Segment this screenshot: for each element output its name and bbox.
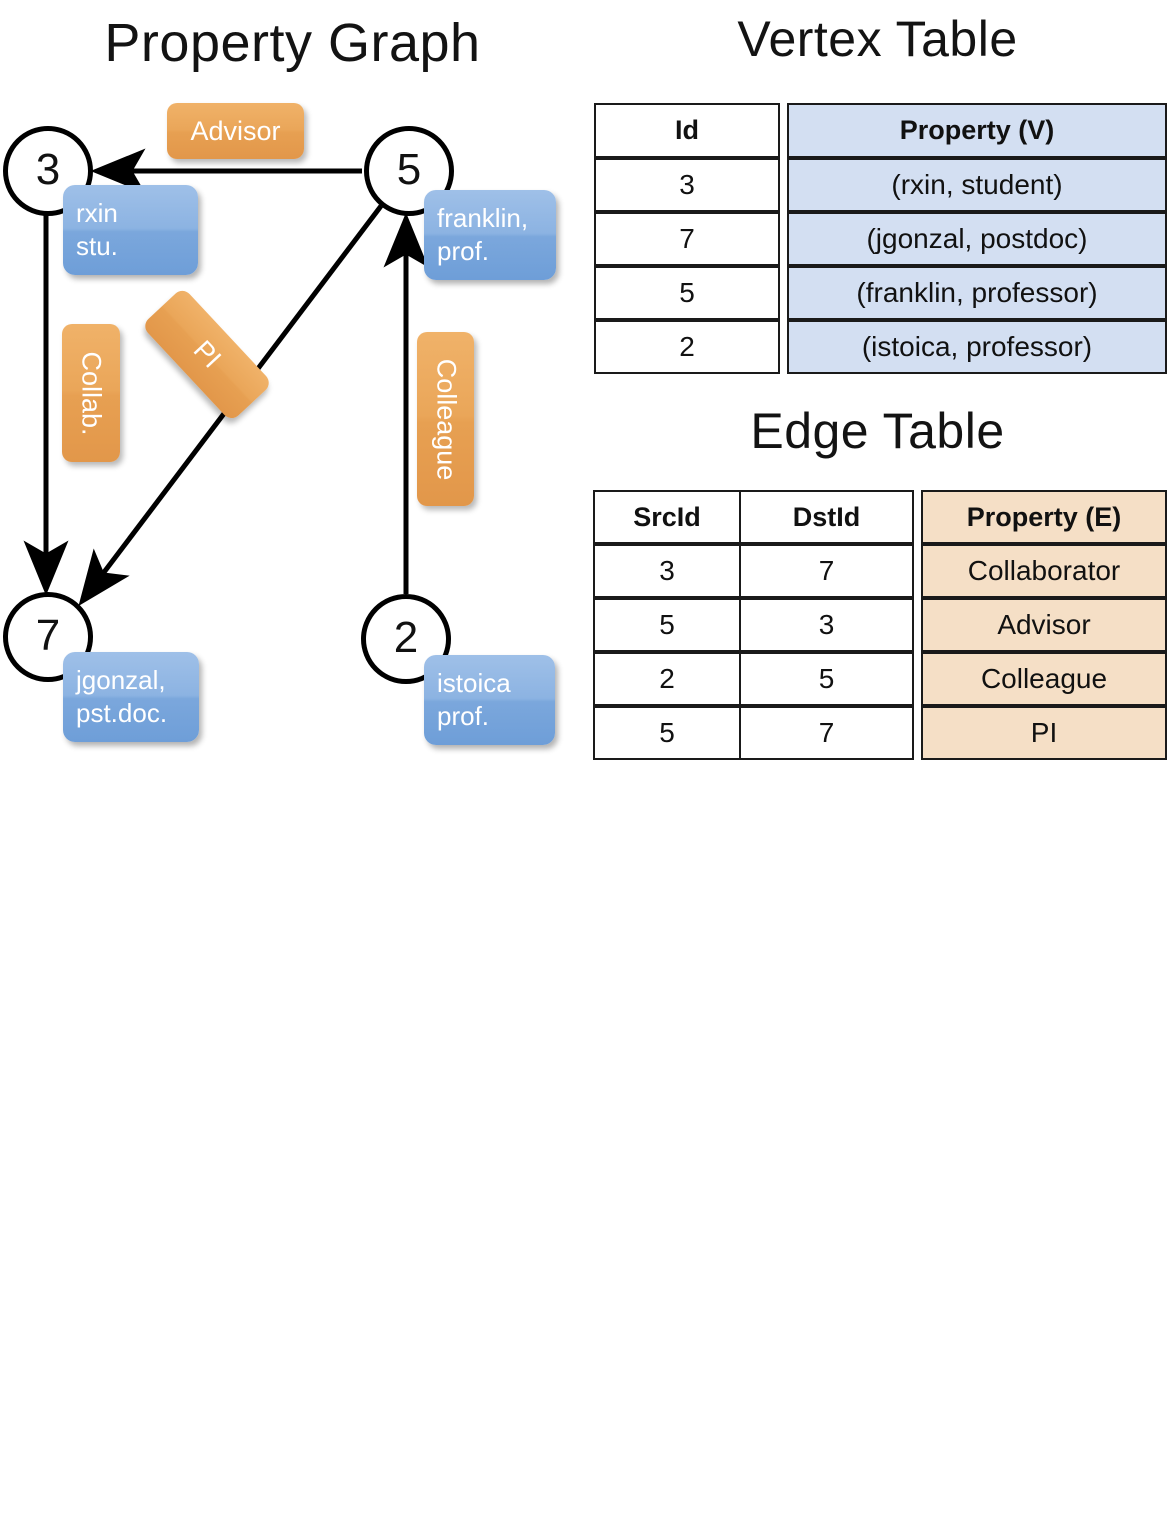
- vertex-table-row-3-id: 2: [594, 320, 780, 374]
- edge-table-row-0-dstid: 7: [739, 544, 914, 598]
- graph-node-3-property-box[interactable]: rxin stu.: [63, 185, 198, 275]
- graph-node-5-property-line2: prof.: [437, 236, 490, 266]
- vertex-table-header-id: Id: [594, 103, 780, 158]
- edge-table-row-3-dstid: 7: [739, 706, 914, 760]
- edge-table-row-0-property: Collaborator: [921, 544, 1167, 598]
- graph-node-2-property-line2: prof.: [437, 701, 490, 731]
- graph-node-7-label: 7: [35, 611, 61, 661]
- graph-node-2-property-box[interactable]: istoica prof.: [424, 655, 555, 745]
- vertex-table-row-0-id: 3: [594, 158, 780, 212]
- edge-table: SrcId 3 5 2 5 DstId 7 3 5 7 Property (E)…: [0, 490, 1170, 1520]
- edge-table-row-0-srcid: 3: [593, 544, 741, 598]
- graph-node-7-property-box[interactable]: jgonzal, pst.doc.: [63, 652, 199, 742]
- edge-table-row-2-dstid: 5: [739, 652, 914, 706]
- graph-node-5-property-line1: franklin,: [437, 203, 529, 233]
- graph-node-7-property-line2: pst.doc.: [76, 698, 168, 728]
- vertex-table-row-2-property: (franklin, professor): [787, 266, 1167, 320]
- property-graph-diagram: 3 5 7 2 rxin stu. franklin, prof. jgonza…: [0, 0, 585, 760]
- graph-node-7-property-line1: jgonzal,: [76, 665, 166, 695]
- edge-table-row-3-property: PI: [921, 706, 1167, 760]
- edge-table-header-dstid: DstId: [739, 490, 914, 544]
- page-title-property-graph: Property Graph: [104, 13, 481, 73]
- edge-table-row-1-property: Advisor: [921, 598, 1167, 652]
- edge-label-collab-box[interactable]: Collab.: [62, 324, 120, 462]
- edge-label-advisor-box[interactable]: Advisor: [167, 103, 304, 159]
- vertex-table-row-1-id: 7: [594, 212, 780, 266]
- vertex-table-row-1-property: (jgonzal, postdoc): [787, 212, 1167, 266]
- edge-table-row-3-srcid: 5: [593, 706, 741, 760]
- graph-node-2-property-line1: istoica: [437, 668, 511, 698]
- edge-label-collab-text: Collab.: [76, 350, 107, 436]
- edge-table-header-srcid: SrcId: [593, 490, 741, 544]
- graph-node-2[interactable]: 2: [361, 594, 451, 684]
- graph-node-5-property-box[interactable]: franklin, prof.: [424, 190, 556, 280]
- edge-table-row-2-srcid: 2: [593, 652, 741, 706]
- edge-table-row-2-property: Colleague: [921, 652, 1167, 706]
- graph-node-2-label: 2: [393, 613, 419, 663]
- graph-node-3-property-line2: stu.: [76, 231, 118, 261]
- vertex-table-header-property: Property (V): [787, 103, 1167, 158]
- edge-label-colleague-text: Colleague: [431, 358, 461, 480]
- vertex-table-row-0-property: (rxin, student): [787, 158, 1167, 212]
- vertex-table-row-3-property: (istoica, professor): [787, 320, 1167, 374]
- edge-label-pi-text: PI: [187, 334, 228, 374]
- edge-table-row-1-dstid: 3: [739, 598, 914, 652]
- edge-table-header-property: Property (E): [921, 490, 1167, 544]
- page-title-vertex-table: Vertex Table: [737, 11, 1018, 67]
- vertex-table-row-2-id: 5: [594, 266, 780, 320]
- graph-node-5-label: 5: [396, 145, 422, 195]
- edge-label-colleague-box[interactable]: Colleague: [417, 332, 474, 506]
- graph-node-3-label: 3: [35, 145, 61, 195]
- vertex-table: Id 3 7 5 2 Property (V) (rxin, student) …: [594, 103, 1167, 374]
- page-title-edge-table: Edge Table: [750, 403, 1005, 459]
- edge-label-advisor-text: Advisor: [190, 115, 281, 146]
- graph-node-3-property-line1: rxin: [76, 198, 118, 228]
- edge-table-row-1-srcid: 5: [593, 598, 741, 652]
